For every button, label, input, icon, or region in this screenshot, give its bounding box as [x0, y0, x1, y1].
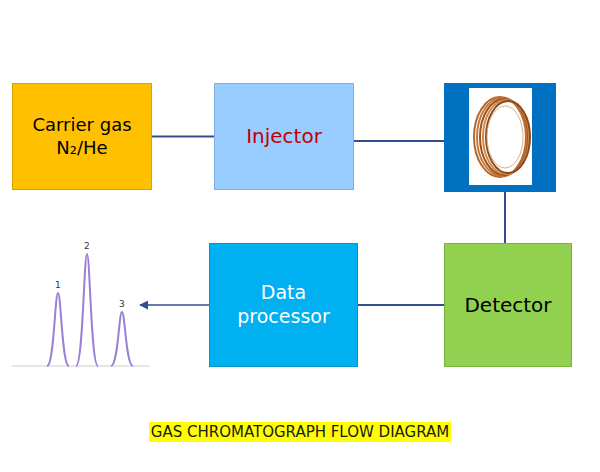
flow-line — [358, 304, 444, 306]
box-label: Carrier gas N₂/He — [22, 114, 142, 159]
coil-loop — [486, 101, 530, 173]
injector-box: Injector — [214, 83, 354, 190]
peak — [76, 254, 98, 366]
coil-loop — [477, 98, 527, 176]
peak — [47, 293, 69, 366]
output-arrow — [140, 304, 209, 306]
column-photo — [469, 88, 532, 185]
box-label: Detector — [448, 293, 568, 318]
coil-inner — [487, 106, 523, 168]
flow-line — [504, 192, 506, 243]
chromatogram — [47, 254, 133, 366]
box-label: Injector — [219, 124, 349, 149]
column-coil — [474, 97, 530, 177]
peak-number: 1 — [55, 280, 61, 290]
gas-supply-box: Carrier gas N₂/He — [12, 83, 152, 190]
peak-number: 3 — [119, 299, 125, 309]
peak-number: 2 — [84, 241, 90, 251]
flow-line — [152, 136, 214, 138]
detector-box: Detector — [444, 243, 572, 367]
caption-block: GAS CHROMATOGRAPH FLOW DIAGRAM — [0, 422, 600, 441]
coil-loop — [474, 97, 526, 177]
processor-box: Data processor — [209, 243, 358, 367]
peak — [111, 312, 133, 366]
chromatogram-baseline — [12, 366, 150, 367]
column-frame — [444, 83, 556, 192]
coil-loop — [480, 99, 528, 175]
coil-loop — [483, 100, 529, 174]
box-label: Data processor — [229, 281, 339, 329]
caption: GAS CHROMATOGRAPH FLOW DIAGRAM — [149, 422, 451, 442]
flow-line — [354, 140, 444, 142]
